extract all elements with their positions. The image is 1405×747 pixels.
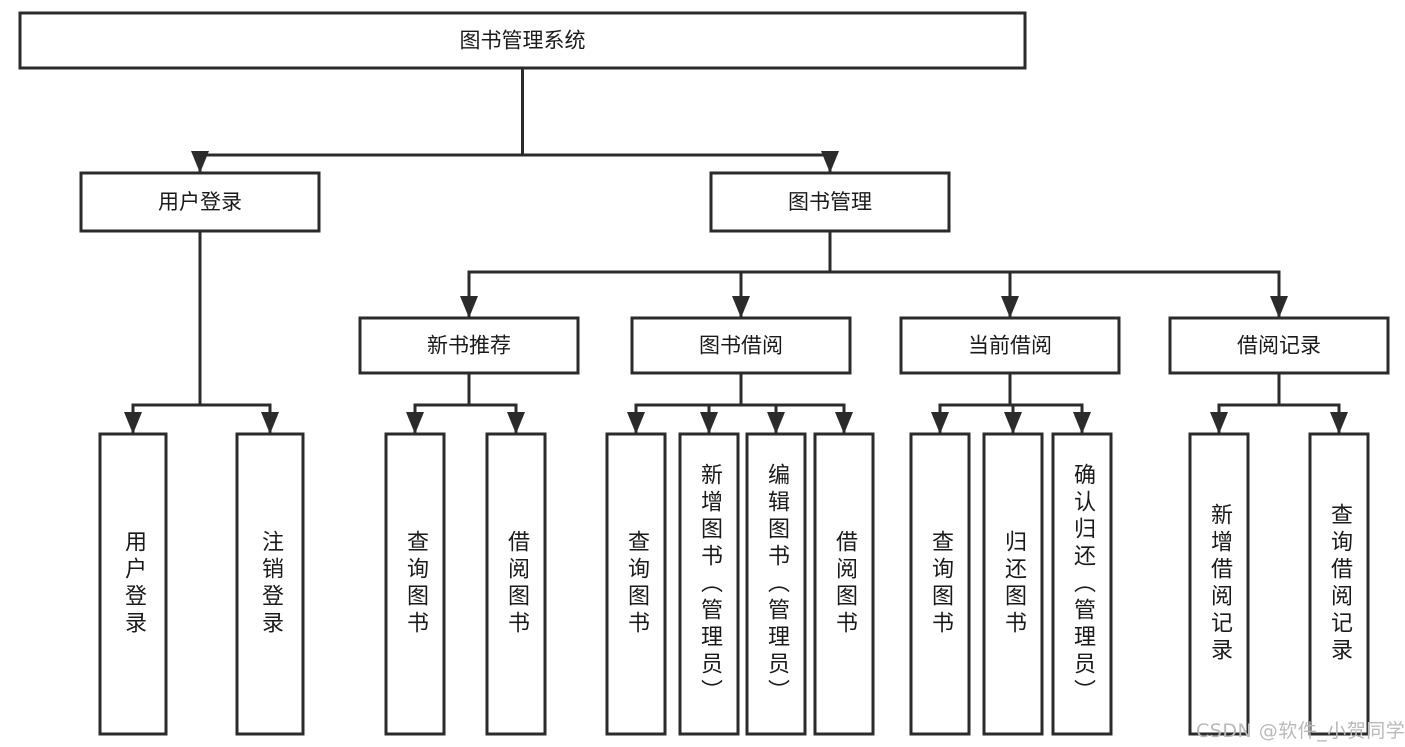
node-book-manage[interactable] xyxy=(709,171,951,233)
arrow-head-leaf-add-book xyxy=(700,412,718,434)
node-label-new-book-recommend: 新书推荐 xyxy=(427,334,511,358)
node-user-login[interactable] xyxy=(79,171,321,233)
arrow-head-leaf-edit-book xyxy=(767,412,785,434)
node-label-borrow-record: 借阅记录 xyxy=(1237,334,1321,358)
node-label-user-login: 用户登录 xyxy=(158,190,242,214)
node-root[interactable] xyxy=(18,11,1027,70)
node-leaf-return-book[interactable] xyxy=(982,432,1044,736)
node-label-book-borrow: 图书借阅 xyxy=(699,334,783,358)
arrow-head-borrow-record xyxy=(1270,296,1288,318)
node-leaf-query-book-3[interactable] xyxy=(909,432,971,736)
node-label-root: 图书管理系统 xyxy=(460,29,586,53)
arrow-head-user-login xyxy=(191,151,209,173)
node-borrow-record[interactable] xyxy=(1168,316,1390,375)
arrow-head-book-manage xyxy=(821,151,839,173)
node-leaf-logout-login[interactable] xyxy=(235,432,305,736)
node-current-borrow[interactable] xyxy=(899,316,1121,375)
arrow-head-leaf-return-book xyxy=(1004,412,1022,434)
arrow-head-leaf-user-login xyxy=(124,412,142,434)
node-leaf-query-borrow-record[interactable] xyxy=(1308,432,1370,736)
node-leaf-add-book[interactable] xyxy=(678,432,740,736)
arrow-head-leaf-query-borrow-record xyxy=(1330,412,1348,434)
node-leaf-add-borrow-record[interactable] xyxy=(1188,432,1250,736)
arrow-head-leaf-borrow-book-1 xyxy=(507,412,525,434)
connector-layer xyxy=(124,66,1348,436)
node-label-current-borrow: 当前借阅 xyxy=(968,334,1052,358)
arrow-head-leaf-borrow-book-2 xyxy=(835,412,853,434)
arrow-head-current-borrow xyxy=(1001,296,1019,318)
node-leaf-borrow-book-1[interactable] xyxy=(485,432,547,736)
arrow-head-leaf-confirm-return xyxy=(1073,412,1091,434)
node-leaf-query-book-1[interactable] xyxy=(384,432,446,736)
node-book-borrow[interactable] xyxy=(630,316,852,375)
node-leaf-edit-book[interactable] xyxy=(745,432,807,736)
arrow-head-leaf-query-book-1 xyxy=(406,412,424,434)
node-leaf-borrow-book-2[interactable] xyxy=(813,432,875,736)
node-leaf-user-login[interactable] xyxy=(98,432,168,736)
arrow-head-book-borrow xyxy=(732,296,750,318)
arrow-head-leaf-query-book-2 xyxy=(627,412,645,434)
arrow-head-leaf-query-book-3 xyxy=(931,412,949,434)
arrow-head-leaf-logout-login xyxy=(261,412,279,434)
arrow-head-leaf-add-borrow-record xyxy=(1210,412,1228,434)
node-leaf-confirm-return[interactable] xyxy=(1051,432,1113,736)
node-leaf-query-book-2[interactable] xyxy=(605,432,667,736)
node-layer xyxy=(18,11,1390,736)
node-label-book-manage: 图书管理 xyxy=(788,190,872,214)
arrow-head-new-book-recommend xyxy=(460,296,478,318)
node-new-book-recommend[interactable] xyxy=(358,316,580,375)
